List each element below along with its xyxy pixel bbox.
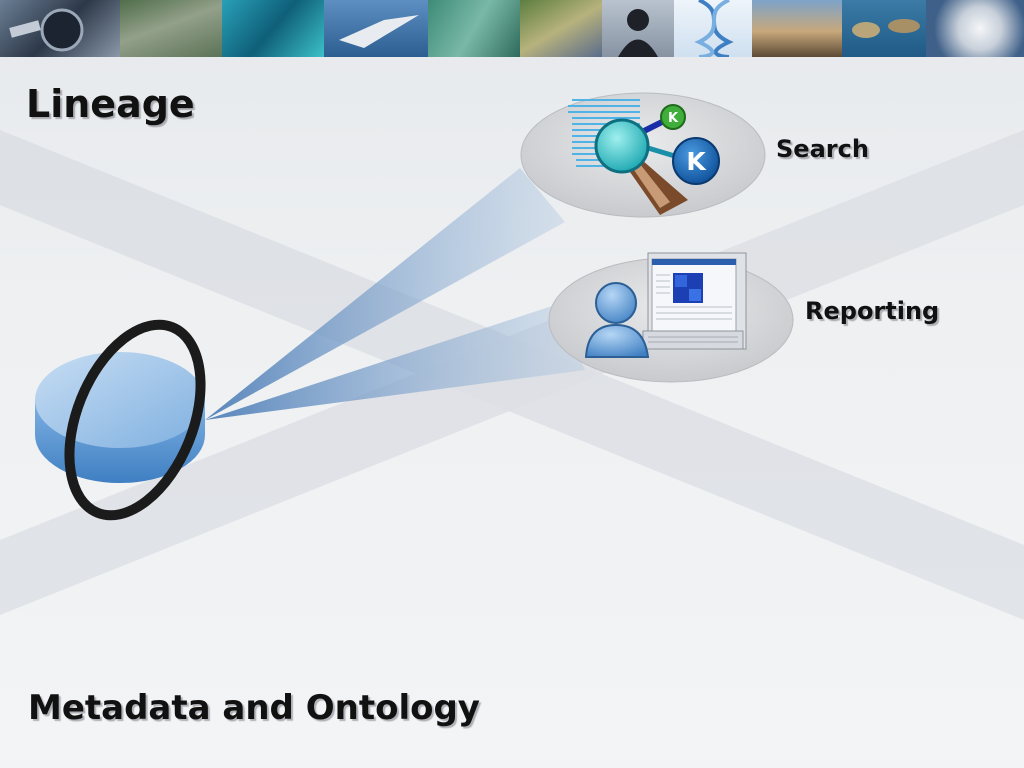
reporting-node (548, 252, 794, 383)
banner-tile-industrial-pipes (752, 0, 842, 57)
database-ring-icon (35, 319, 206, 521)
banner-tile-landscape-aerial (520, 0, 602, 57)
banner-tile-credit-card (428, 0, 520, 57)
beam-to-search (205, 168, 565, 420)
banner-tile-islands (842, 0, 926, 57)
badge-k-large: K (686, 147, 707, 176)
banner-tile-hurricane (926, 0, 1024, 57)
reporting-label: Reporting (805, 297, 940, 325)
banner-tile-city-aerial (120, 0, 222, 57)
banner-tile-river-satellite (222, 0, 324, 57)
banner-tile-person-silhouette (602, 0, 674, 57)
search-label: Search (776, 135, 869, 163)
banner-tile-satellite (0, 0, 120, 57)
search-node: K K (520, 92, 766, 218)
badge-k-small: K (668, 111, 679, 126)
search-magnifier-icon: K K (568, 99, 720, 215)
header-image-banner (0, 0, 1024, 57)
banner-tile-aircraft (324, 0, 428, 57)
user-computer-icon (584, 252, 747, 358)
beam-to-reporting (205, 305, 585, 420)
slide-title: Lineage (26, 82, 195, 126)
banner-tile-dna-helix (674, 0, 752, 57)
slide-footer-title: Metadata and Ontology (28, 688, 480, 728)
